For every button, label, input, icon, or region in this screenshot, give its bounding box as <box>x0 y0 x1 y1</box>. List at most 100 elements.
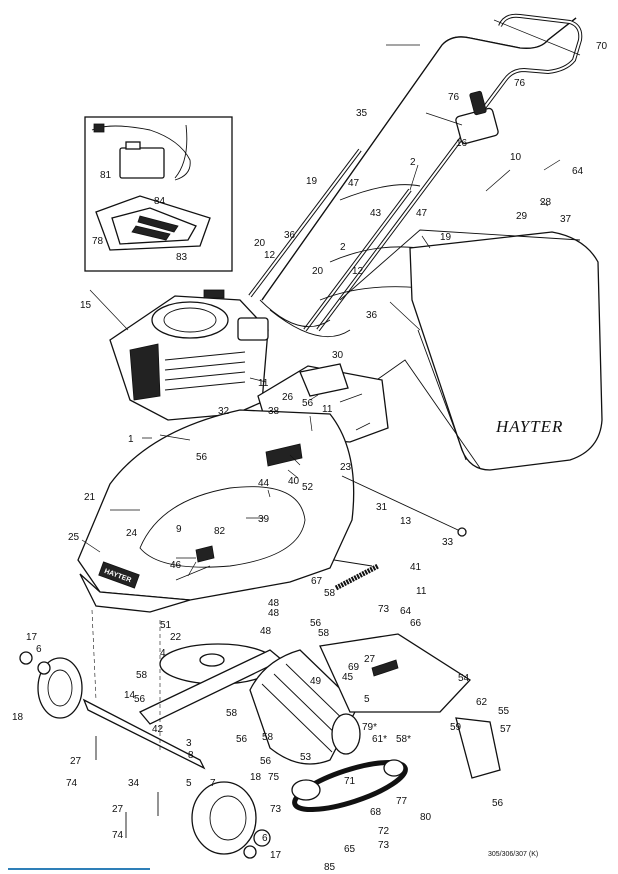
callout-36a: 36 <box>284 230 296 241</box>
callout-7: 7 <box>210 778 216 789</box>
callout-labels <box>81 19 581 581</box>
callout-8: 8 <box>188 750 194 761</box>
callout-14: 14 <box>124 690 136 701</box>
callout-23: 23 <box>340 462 352 473</box>
callout-47b: 47 <box>416 208 428 219</box>
callout-27c: 27 <box>112 804 124 815</box>
callout-11a: 11 <box>258 378 269 389</box>
callout-58b: 58 <box>318 628 330 639</box>
rear-wheel <box>191 781 271 859</box>
callout-56d: 56 <box>134 694 146 705</box>
callout-11b: 11 <box>322 404 333 415</box>
callout-20a: 20 <box>254 238 266 249</box>
callout-66: 66 <box>410 618 422 629</box>
callout-46: 46 <box>170 560 182 571</box>
callout-41: 41 <box>410 562 422 573</box>
callout-30: 30 <box>332 350 344 361</box>
callout-31: 31 <box>376 502 388 513</box>
callout-25: 25 <box>68 532 80 543</box>
callout-82: 82 <box>214 526 226 537</box>
callout-72: 72 <box>378 826 390 837</box>
callout-34: 34 <box>128 778 140 789</box>
callout-59: 59 <box>450 722 462 733</box>
callout-70: 70 <box>596 41 608 52</box>
callout-74b: 74 <box>112 830 124 841</box>
drive-belt <box>291 759 408 813</box>
callout-77: 77 <box>396 796 408 807</box>
callout-65: 65 <box>344 844 356 855</box>
callout-57: 57 <box>500 724 512 735</box>
callout-54: 54 <box>458 673 470 684</box>
callout-63: 64 <box>572 166 584 177</box>
callout-56g: 56 <box>492 798 504 809</box>
callout-58-star: 58* <box>396 734 411 745</box>
callout-29: 29 <box>516 211 528 222</box>
callout-76a: 76 <box>448 92 460 103</box>
callout-56b: 56 <box>196 452 208 463</box>
callout-12b: 12 <box>352 266 364 277</box>
callout-78: 78 <box>92 236 104 247</box>
callout-64: 64 <box>400 606 412 617</box>
rear-roller <box>249 649 361 765</box>
callout-5b: 5 <box>186 778 192 789</box>
callout-48: 48 <box>268 608 280 619</box>
callout-42: 42 <box>152 724 164 735</box>
callout-67: 67 <box>311 576 323 587</box>
callout-58a: 58 <box>324 588 336 599</box>
callout-21: 21 <box>84 492 96 503</box>
callout-56e: 56 <box>236 734 248 745</box>
callout-56c: 56 <box>310 618 322 629</box>
drawing-reference: 305/306/307 (K) <box>488 851 539 858</box>
grass-box: HAYTER <box>319 229 603 471</box>
callout-22: 22 <box>170 632 182 643</box>
callout-16: 16 <box>456 138 468 149</box>
callout-49a: 48 <box>268 598 280 609</box>
callout-79: 79* <box>362 722 377 733</box>
callout-26: 26 <box>282 392 294 403</box>
callout-74a: 74 <box>66 778 78 789</box>
callout-5a: 5 <box>364 694 370 705</box>
front-wheel <box>19 651 83 719</box>
callout-27b: 27 <box>70 756 82 767</box>
callout-38: 38 <box>268 406 280 417</box>
callout-2a: 2 <box>410 157 416 168</box>
drive-linkage <box>333 475 467 591</box>
callout-61-star: 61* <box>372 734 387 745</box>
callout-33: 33 <box>442 537 454 548</box>
callout-71: 71 <box>344 776 356 787</box>
callout-17b: 17 <box>270 850 282 861</box>
callout-36b: 36 <box>366 310 378 321</box>
callout-27a: 27 <box>364 654 376 665</box>
side-plate <box>319 633 501 779</box>
callout-75: 75 <box>268 772 280 783</box>
hood-brand-text: HAYTER <box>495 417 563 436</box>
callout-45: 45 <box>342 672 354 683</box>
callout-24: 24 <box>126 528 138 539</box>
callout-35: 35 <box>356 108 368 119</box>
callout-58c: 58 <box>136 670 148 681</box>
callout-76b: 76 <box>514 78 526 89</box>
callout-17a: 17 <box>26 632 38 643</box>
callout-69: 69 <box>348 662 360 673</box>
callout-47a: 47 <box>348 178 360 189</box>
callout-39: 39 <box>258 514 270 525</box>
callout-58e: 58 <box>262 732 274 743</box>
callout-10: 10 <box>510 152 522 163</box>
callout-44: 44 <box>258 478 270 489</box>
callout-73a: 73 <box>378 604 390 615</box>
callout-50: 49 <box>310 676 322 687</box>
callout-28: 28 <box>540 197 552 208</box>
callout-18a: 18 <box>12 712 24 723</box>
callout-83: 83 <box>176 252 188 263</box>
wheel-arms <box>82 609 206 838</box>
callout-6b: 6 <box>262 833 268 844</box>
callout-58d: 58 <box>226 708 238 719</box>
callout-51: 51 <box>160 620 172 631</box>
engine <box>109 289 269 421</box>
callout-73c: 73 <box>378 840 390 851</box>
callout-13: 13 <box>400 516 412 527</box>
handle-assembly <box>248 13 583 338</box>
callout-85: 85 <box>324 862 336 873</box>
callout-3: 3 <box>186 738 192 749</box>
callout-37: 37 <box>560 214 572 225</box>
